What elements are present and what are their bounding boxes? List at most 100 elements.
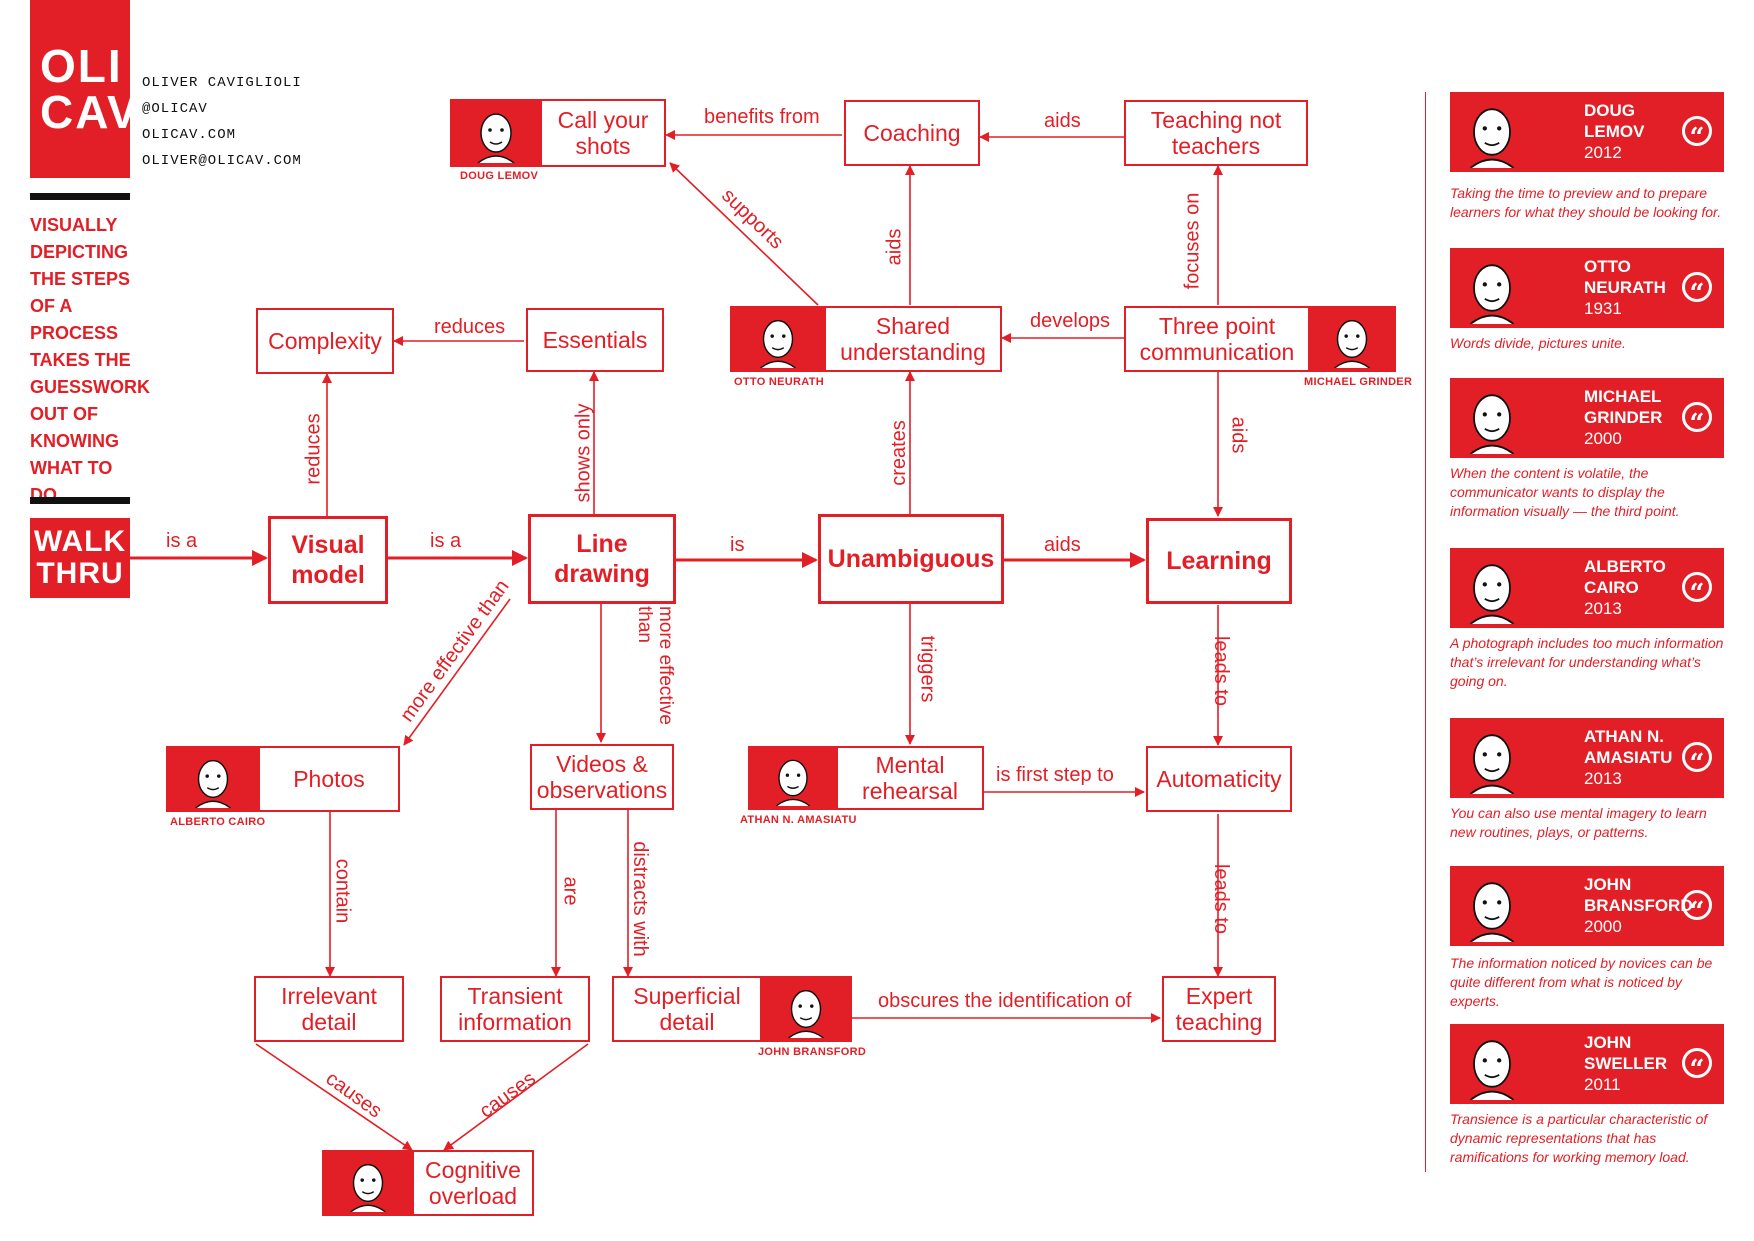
node-coaching: Coaching bbox=[844, 100, 980, 166]
node-irrelevant-detail: Irrelevant detail bbox=[254, 976, 404, 1042]
edge-label-learning-automaticity: leads to bbox=[1210, 635, 1233, 707]
face-icon bbox=[788, 989, 824, 1038]
face-icon bbox=[1456, 382, 1528, 455]
face-icon bbox=[1456, 870, 1528, 943]
quote-icon: “ bbox=[1682, 742, 1712, 779]
quote-text-lemov: Taking the time to preview and to prepar… bbox=[1450, 185, 1722, 220]
edge-shared-call bbox=[669, 162, 819, 306]
quote-text-grinder: When the content is volatile, the commun… bbox=[1450, 465, 1680, 519]
author-handle: @OLICAV bbox=[142, 101, 208, 117]
walkthru-line-2: THRU bbox=[36, 557, 124, 590]
node-visual-model: Visual model bbox=[268, 516, 388, 604]
author-info: OLIVER CAVIGLIOLI @OLICAV OLICAV.COM OLI… bbox=[142, 70, 302, 174]
edge-label-essentials-complexity: reduces bbox=[434, 316, 506, 338]
tagline: VISUALLY DEPICTING THE STEPS OF A PROCES… bbox=[30, 215, 151, 505]
node-call-your-shots: Call your shots bbox=[540, 99, 666, 167]
node-line-drawing: Line drawing bbox=[528, 514, 676, 604]
face-icon bbox=[1456, 96, 1528, 169]
edge-label-photos-irrelevant: contain bbox=[331, 858, 354, 924]
author-name: OLIVER CAVIGLIOLI bbox=[142, 75, 302, 91]
portrait-label-neurath: OTTO NEURATH bbox=[734, 376, 824, 388]
quote-text-neurath: Words divide, pictures unite. bbox=[1450, 335, 1626, 351]
face-icon bbox=[1469, 882, 1515, 943]
edge-label-line-videos: more effective than bbox=[634, 606, 676, 725]
node-learning: Learning bbox=[1146, 518, 1292, 604]
face-icon bbox=[1469, 564, 1515, 625]
portrait-cairo bbox=[166, 746, 260, 812]
edge-label-walkthru-visual: is a bbox=[166, 530, 198, 552]
edge-label-superficial-expert: obscures the identification of bbox=[878, 990, 1132, 1012]
face-icon bbox=[350, 1163, 386, 1212]
face-icon bbox=[775, 759, 811, 806]
quote-text-sweller: Transience is a particular characteristi… bbox=[1450, 1111, 1708, 1165]
portrait-label-lemov: DOUG LEMOV bbox=[460, 170, 539, 182]
node-unambiguous: Unambiguous bbox=[818, 514, 1004, 604]
divider-top bbox=[30, 193, 130, 200]
quote-icon: “ bbox=[1682, 890, 1712, 927]
node-videos-observations: Videos & observations bbox=[530, 744, 674, 810]
face-icon bbox=[195, 759, 231, 808]
edge-label-teaching-coaching: aids bbox=[1044, 110, 1081, 132]
edge-transient-cognitive bbox=[443, 1043, 589, 1151]
face-icon bbox=[1469, 734, 1515, 795]
edge-label-automaticity-expert: leads to bbox=[1210, 863, 1233, 935]
face-icon bbox=[1469, 108, 1515, 169]
divider-bottom bbox=[30, 497, 130, 504]
quote-text-cairo: A photograph includes too much informati… bbox=[1450, 635, 1724, 689]
panel-divider bbox=[1425, 92, 1426, 1172]
node-essentials: Essentials bbox=[526, 308, 664, 372]
portrait-label-bransford: JOHN BRANSFORD bbox=[758, 1046, 867, 1058]
olicav-logo: OLI CAV bbox=[30, 0, 140, 178]
node-shared-understanding: Shared understanding bbox=[824, 306, 1002, 372]
node-complexity: Complexity bbox=[256, 308, 394, 374]
portrait-label-amasiatu: ATHAN N. AMASIATU bbox=[740, 814, 857, 826]
face-icon bbox=[760, 319, 796, 368]
face-icon bbox=[1469, 394, 1515, 455]
portrait-label-cairo: ALBERTO CAIRO bbox=[170, 816, 266, 828]
author-email: OLIVER@OLICAV.COM bbox=[142, 153, 302, 169]
edge-label-unambiguous-mental: triggers bbox=[916, 635, 939, 703]
portrait-lemov bbox=[450, 99, 542, 167]
edge-label-three-learning: aids bbox=[1227, 416, 1250, 454]
node-three-point-communication: Three point communication bbox=[1124, 306, 1310, 372]
edge-label-shared-coaching: aids bbox=[883, 228, 906, 266]
edge-label-three-teaching: focuses on bbox=[1181, 192, 1204, 290]
author-website: OLICAV.COM bbox=[142, 127, 237, 143]
edge-label-three-shared: develops bbox=[1030, 310, 1111, 332]
quote-icon: “ bbox=[1682, 116, 1712, 153]
edge-label-unambiguous-learning: aids bbox=[1044, 534, 1081, 556]
edge-label-coaching-call: benefits from bbox=[704, 106, 820, 128]
quote-icon: “ bbox=[1682, 572, 1712, 609]
portrait-grinder bbox=[1308, 306, 1396, 372]
node-photos: Photos bbox=[258, 746, 400, 812]
edge-label-unambiguous-shared: creates bbox=[887, 420, 910, 486]
face-icon bbox=[1334, 319, 1370, 368]
quote-text-amasiatu: You can also use mental imagery to learn… bbox=[1450, 805, 1707, 840]
node-expert-teaching: Expert teaching bbox=[1162, 976, 1276, 1042]
node-transient-information: Transient information bbox=[440, 976, 590, 1042]
edge-label-visual-line: is a bbox=[430, 530, 462, 552]
quote-text-bransford: The information noticed by novices can b… bbox=[1450, 955, 1713, 1009]
portrait-neurath bbox=[730, 306, 826, 372]
edge-label-videos-transient: are bbox=[559, 876, 582, 906]
logo-line-2: CAV bbox=[40, 86, 140, 138]
face-icon bbox=[1456, 722, 1528, 795]
quote-icon: “ bbox=[1682, 402, 1712, 439]
edge-label-line-essentials: shows only bbox=[572, 403, 595, 503]
portrait-amasiatu bbox=[748, 746, 838, 810]
face-icon bbox=[1456, 252, 1528, 325]
node-mental-rehearsal: Mental rehearsal bbox=[836, 746, 984, 810]
